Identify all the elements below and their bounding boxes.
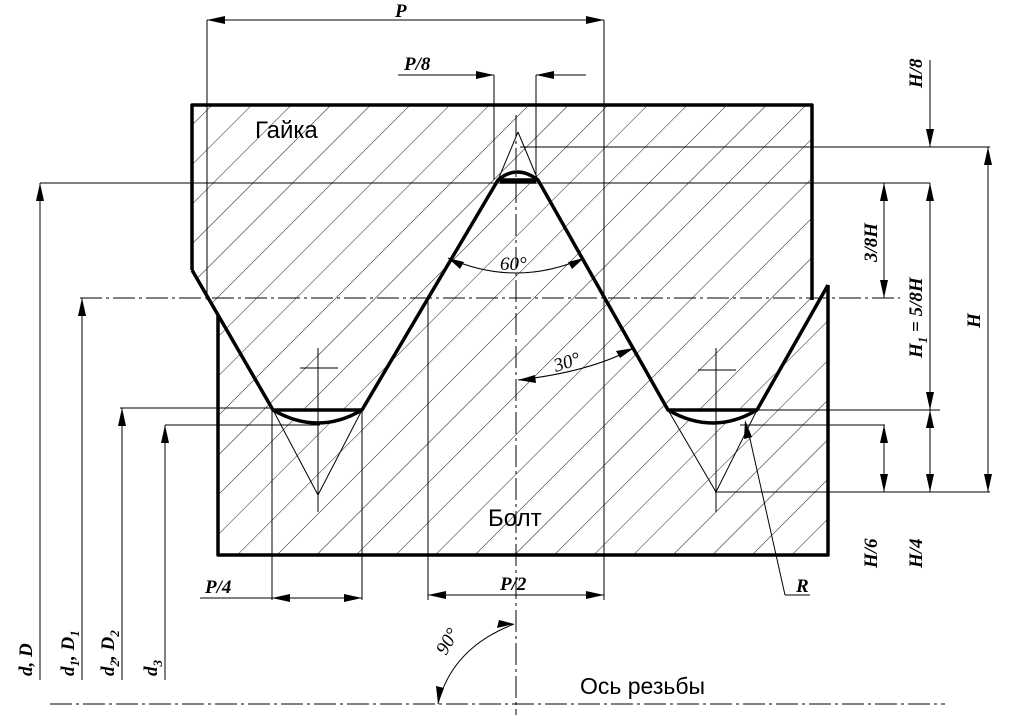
pitch-half-label: P/2: [499, 574, 527, 595]
h1-label-rest: = 5/8H: [906, 276, 927, 337]
pitch-quarter-label: P/4: [204, 577, 231, 598]
root-d-sub: 3: [150, 660, 165, 668]
minor-sep: , D: [58, 637, 79, 662]
bolt-root-round-right: [667, 408, 758, 425]
pitch-eighth-label: P/8: [403, 54, 431, 75]
pitch-d-sub: 2: [107, 660, 122, 668]
h-quarter-label: H/4: [906, 538, 927, 569]
pitch-d-letter: d: [98, 666, 119, 676]
minor-d-sub: 1: [67, 660, 82, 667]
root-diameter-label: d3: [141, 660, 165, 677]
minor-d-letter: d: [58, 666, 79, 676]
nut-outline: [190, 103, 814, 300]
h-sixth-label: H/6: [861, 538, 882, 569]
h1-label-main: H: [906, 342, 927, 359]
bolt-outline: [216, 285, 830, 557]
h-label: H: [964, 312, 985, 329]
thread-profile: [190, 178, 830, 412]
h1-label: H1 = 5/8H: [906, 276, 930, 359]
nut-root-round: [496, 170, 540, 182]
pitch-D-sub: 2: [107, 630, 122, 638]
profile-angle-label: 60°: [500, 254, 527, 275]
bolt-label: Болт: [488, 505, 542, 532]
pitch-label: P: [394, 1, 407, 22]
dimension-arrows: [36, 16, 992, 705]
nut-label: Гайка: [255, 117, 318, 144]
h1-label-sub: 1: [915, 337, 930, 344]
pitch-diameter-label: d2, D2: [98, 630, 122, 676]
radius-label: R: [795, 576, 809, 597]
h-three-eighths-label: 3/8H: [861, 222, 882, 263]
axis-angle-label: 90°: [432, 625, 464, 659]
thread-axis-label: Ось резьбы: [580, 673, 705, 699]
major-diameter-label: d, D: [16, 643, 37, 676]
root-d-letter: d: [141, 666, 162, 676]
minor-diameter-label: d1, D1: [58, 630, 82, 676]
minor-D-sub: 1: [67, 630, 82, 637]
construction-lines: [40, 20, 990, 600]
pitch-sep: , D: [98, 637, 119, 662]
h-eighth-label: H/8: [906, 58, 927, 89]
